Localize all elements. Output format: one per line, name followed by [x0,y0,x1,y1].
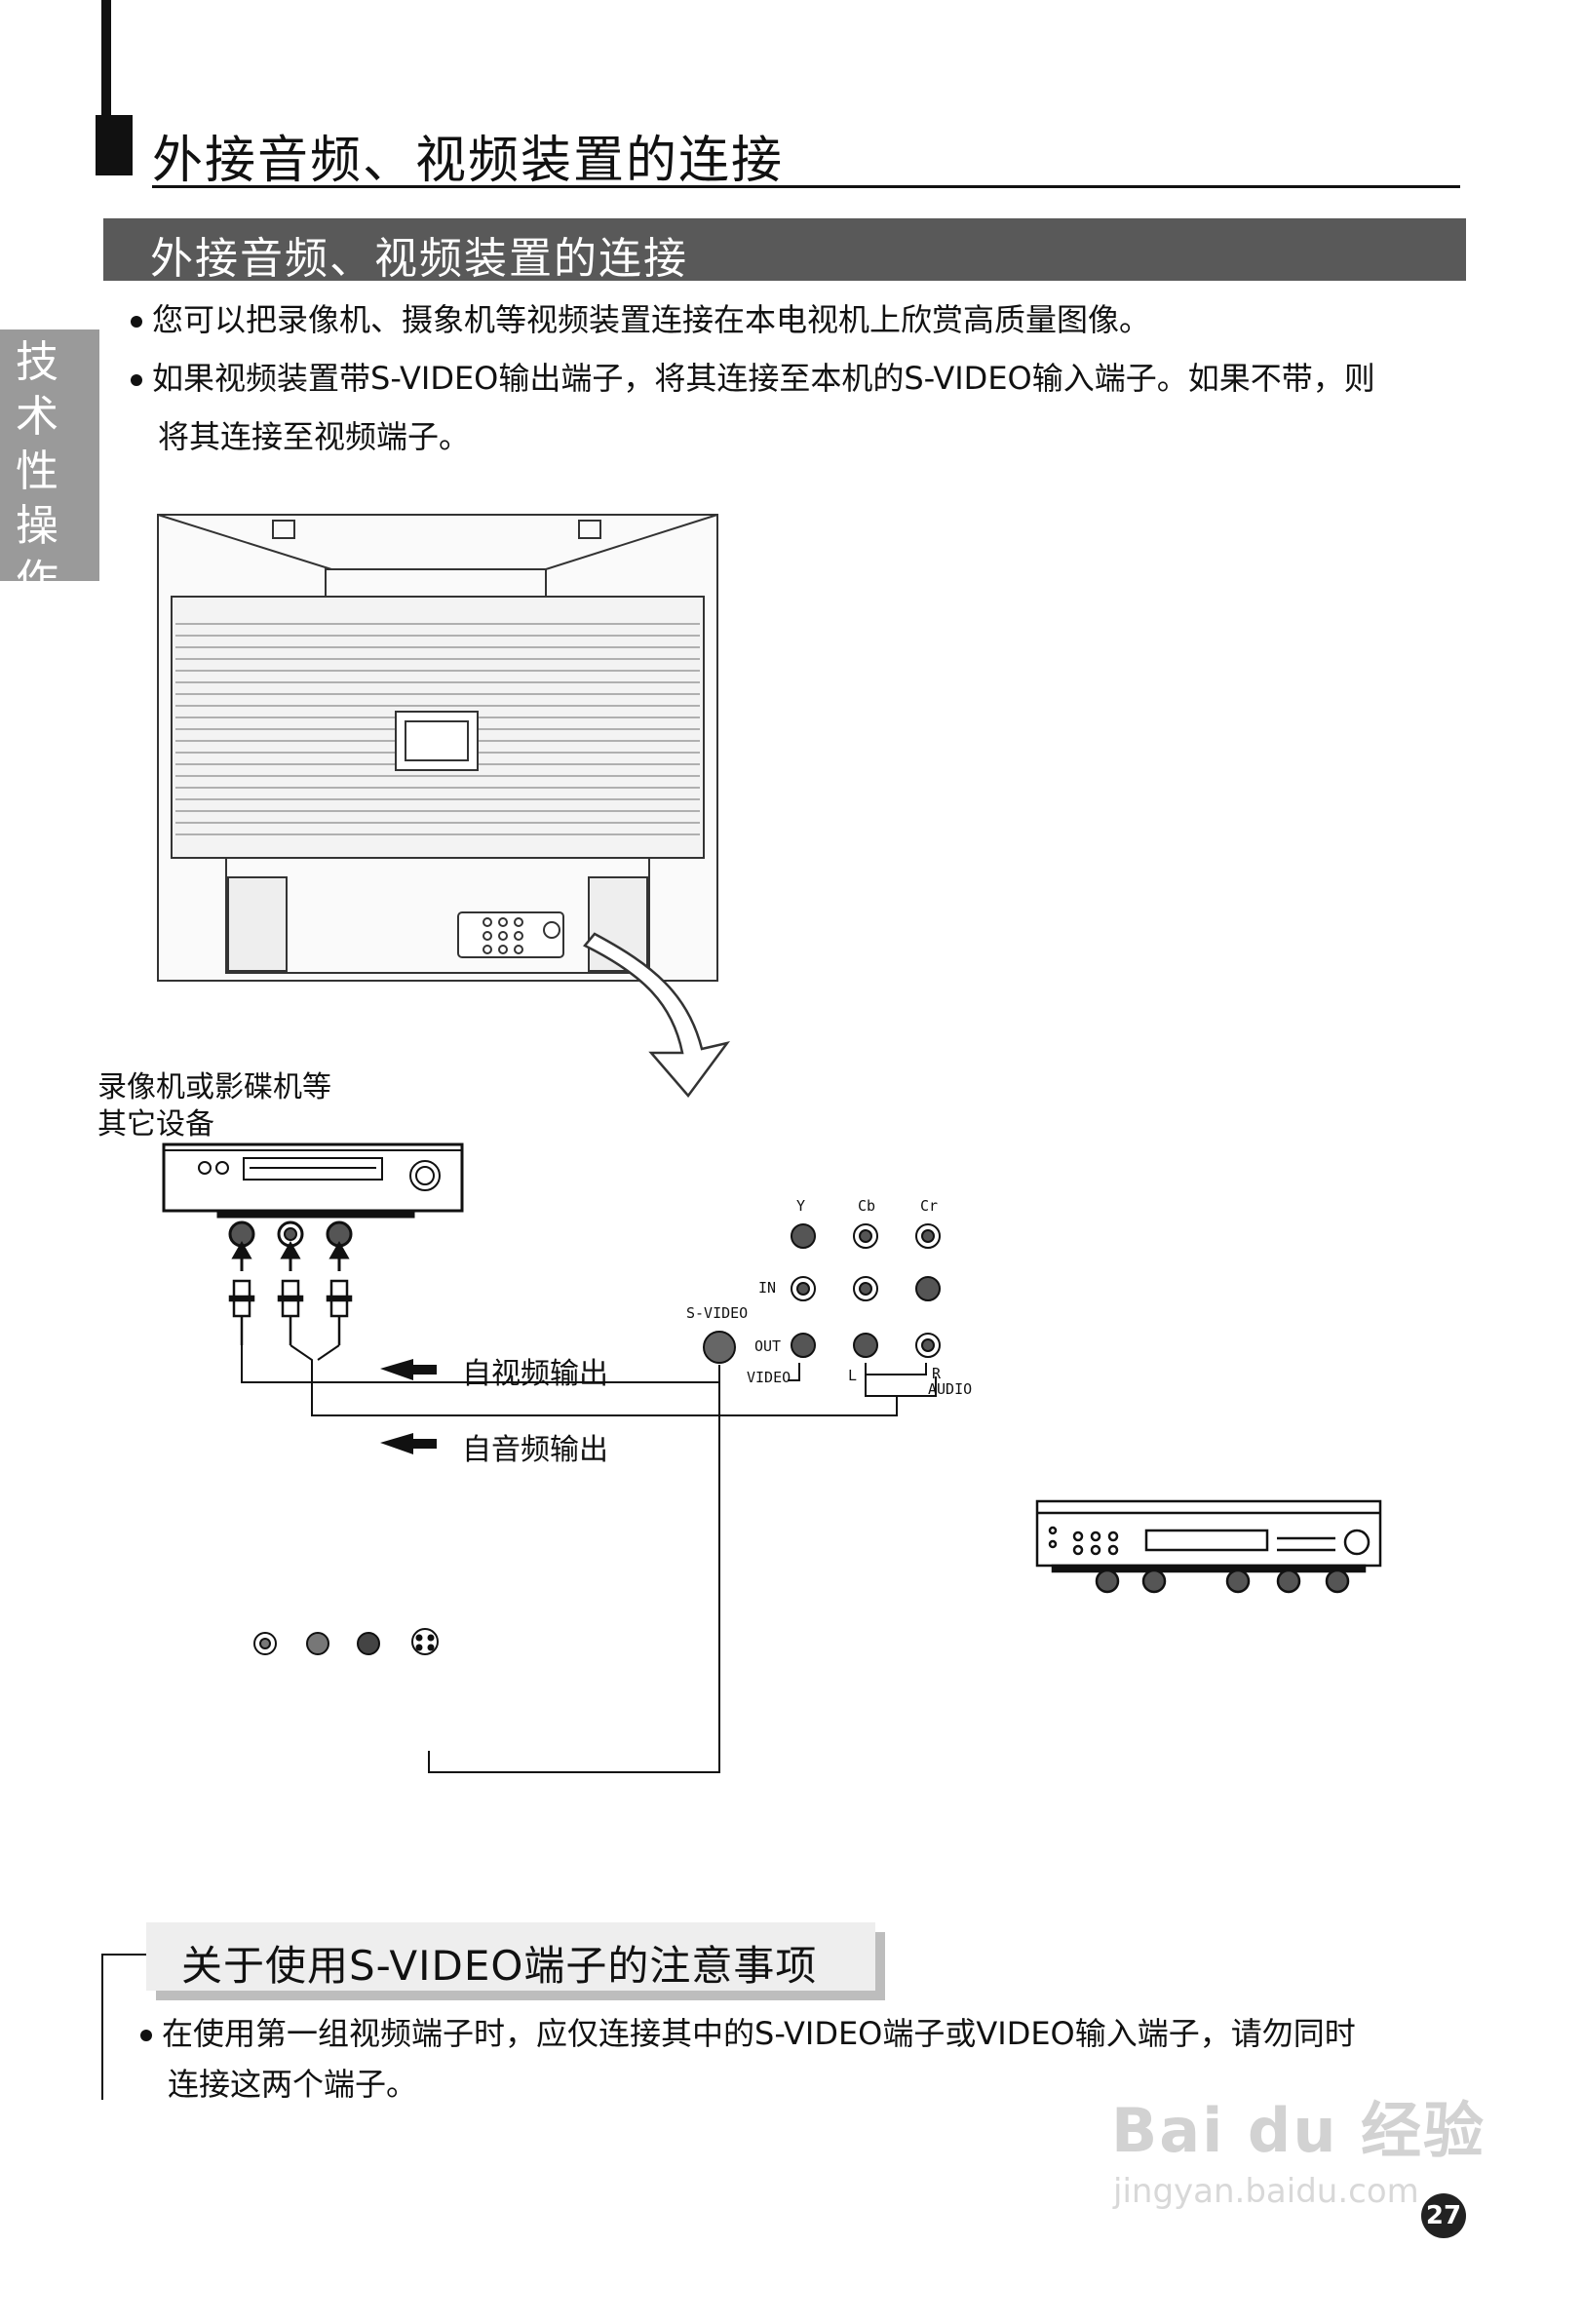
direction-arrows [380,1359,437,1454]
bullet-icon [131,316,142,328]
jack-label-out: OUT [754,1337,782,1355]
plug-arrows [231,1240,350,1271]
section-title: 外接音频、视频装置的连接 [150,234,688,284]
note-item: 在使用第一组视频端子时，应仅连接其中的S-VIDEO端子或VIDEO输入端子，请… [140,2006,1356,2061]
header-block-marker [96,115,133,175]
video-out-label: 自视频输出 [462,1357,608,1391]
note-title: 关于使用S-VIDEO端子的注意事项 [181,1942,818,1990]
jack-label-y: Y [796,1197,806,1215]
side-tab: 技术性操作 [0,329,99,581]
jack-label-cr: Cr [920,1197,939,1215]
connection-diagram [157,514,1382,1773]
jack-label-cb: Cb [858,1197,876,1215]
audio-out-label: 自音频输出 [462,1433,608,1467]
zoom-arrow-icon [583,932,731,1098]
page-number: 27 [1421,2193,1466,2238]
tv-rear-illustration [157,514,718,982]
watermark-logo: Bai du 经验 [1111,2095,1486,2166]
jack-label-l: L [848,1367,858,1384]
bullet-item-2: 如果视频装置带S-VIDEO输出端子，将其连接至本机的S-VIDEO输入端子。如… [131,351,1375,406]
page-title: 外接音频、视频装置的连接 [152,132,785,190]
device-label-line1: 录像机或影碟机等 [97,1070,331,1104]
bullet-text-2: 如果视频装置带S-VIDEO输出端子，将其连接至本机的S-VIDEO输入端子。如… [152,360,1375,397]
rca-plugs [228,1279,353,1345]
bullet-text-3: 将其连接至视频端子。 [158,418,471,455]
jack-label-in: IN [758,1279,777,1297]
jack-icons-row [253,1628,439,1655]
note-connector-rule [101,1954,148,1956]
bullet-icon [131,374,142,386]
bullet-text-1: 您可以把录像机、摄象机等视频装置连接在本电视机上欣赏高质量图像。 [152,301,1151,338]
jack-label-s-video: S-VIDEO [686,1304,749,1322]
note-item-continued: 连接这两个端子。 [168,2057,417,2111]
side-tab-label: 技术性操作 [16,337,58,581]
header-vertical-rule [101,0,111,115]
note-text-2: 连接这两个端子。 [168,2066,418,2103]
jack-label-video: VIDEO [747,1369,792,1386]
bullet-icon [140,2030,152,2041]
tv-jack-panel [703,1223,941,1381]
vcr-device [162,1143,464,1248]
device-label-line2: 其它设备 [97,1107,214,1142]
dvd-player-device [1035,1499,1382,1594]
jack-label-audio: AUDIO [928,1380,973,1398]
note-text-1: 在使用第一组视频端子时，应仅连接其中的S-VIDEO端子或VIDEO输入端子，请… [162,2015,1356,2052]
jack-label-r: R [932,1365,942,1382]
bullet-item-1: 您可以把录像机、摄象机等视频装置连接在本电视机上欣赏高质量图像。 [131,292,1150,347]
title-underline [152,185,1460,188]
watermark-url: jingyan.baidu.com [1113,2172,1419,2211]
section-header-bar [103,218,1466,281]
connection-cables [241,1344,937,1773]
note-left-rule [101,1954,103,2100]
bullet-item-2-continued: 将其连接至视频端子。 [158,409,470,464]
note-title-box [146,1922,875,1991]
